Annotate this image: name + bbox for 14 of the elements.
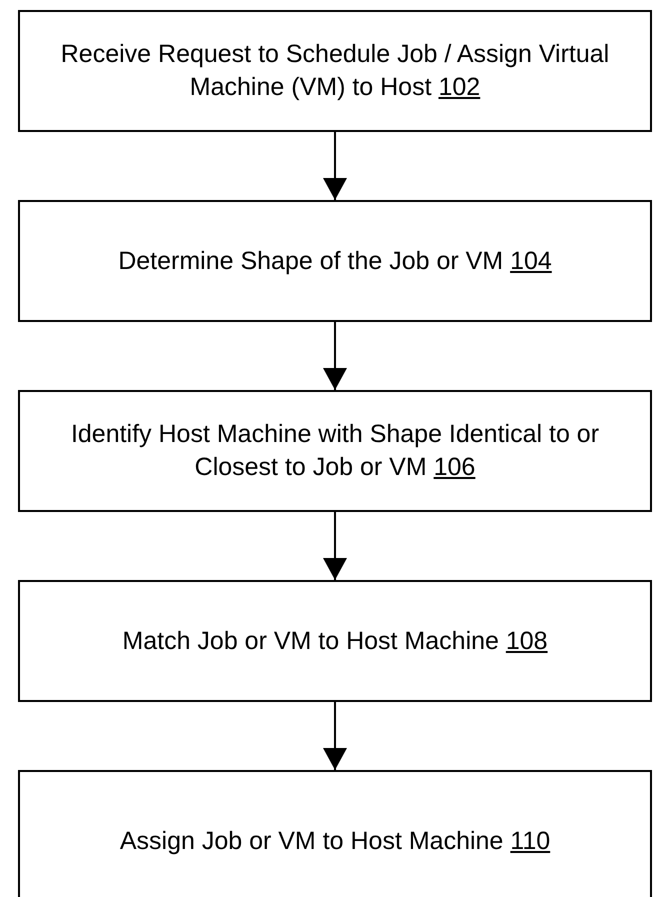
step-text: Receive Request to Schedule Job / Assign Virtual Machine (VM) to Host 102 — [60, 39, 610, 103]
arrow — [323, 512, 347, 580]
process-box — [18, 580, 652, 702]
arrow — [323, 702, 347, 770]
step-text: Determine Shape of the Job or VM 104 — [117, 246, 553, 276]
process-box — [18, 390, 652, 512]
arrow — [323, 322, 347, 390]
arrow — [323, 132, 347, 200]
step-text: Identify Host Machine with Shape Identical to or Closest to Job or VM 106 — [70, 419, 600, 483]
process-box — [18, 200, 652, 322]
process-box — [18, 10, 652, 132]
process-box — [18, 770, 652, 897]
step-text: Match Job or VM to Host Machine 108 — [121, 626, 549, 656]
step-text: Assign Job or VM to Host Machine 110 — [118, 826, 552, 856]
